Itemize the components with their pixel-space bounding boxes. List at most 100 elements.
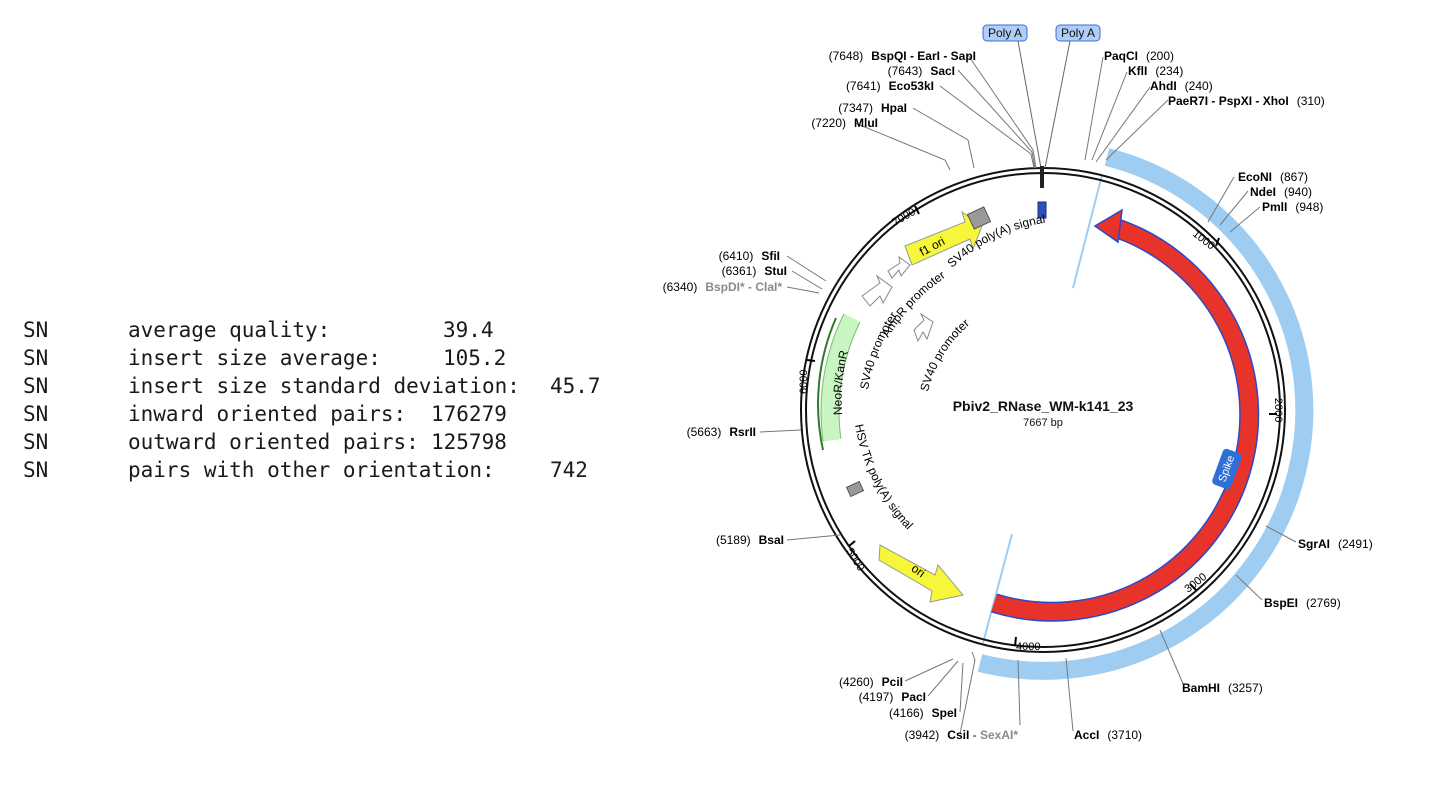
stat-key: SN [23, 458, 49, 482]
leader-line [1095, 86, 1151, 163]
tick-group: 1000 2000 3000 4000 5000 6000 7000 [798, 205, 1284, 653]
tick-label: 1000 [1190, 228, 1217, 253]
leader-line [904, 658, 954, 682]
leader-line [957, 69, 1036, 169]
stat-value: 39.4 [443, 318, 494, 342]
spike-label-box [1212, 448, 1242, 490]
stat-key: SN [23, 402, 49, 426]
stat-key: SN [23, 346, 49, 370]
leader-line [1229, 206, 1261, 233]
site-label: (6361)StuI [722, 264, 787, 278]
site-label: PaqCI(200) [1104, 49, 1174, 63]
site-label: (4260)PciI [839, 675, 903, 689]
leader-line [1265, 525, 1297, 543]
plasmid-name: Pbiv2_RNase_WM-k141_23 [953, 398, 1134, 414]
tick-mark [848, 540, 856, 547]
insert-boundary-line [982, 533, 1013, 644]
leader-line [791, 270, 823, 290]
site-label: (6340)BspDI* - ClaI* [663, 280, 783, 294]
f1-ori-feature [904, 210, 983, 266]
site-label: (4166)SpeI [889, 706, 957, 720]
site-labels-right: PaqCI(200) KflI(234) AhdI(240) PaeR7I - … [1074, 49, 1373, 742]
site-label: PaeR7I - PspXI - XhoI(310) [1168, 94, 1325, 108]
leader-line [939, 85, 1035, 169]
stat-label: outward oriented pairs: [128, 430, 419, 454]
poly-a-box [1037, 201, 1047, 219]
tick-label: 5000 [843, 546, 866, 573]
stat-value: 176279 [431, 402, 507, 426]
poly-a-mark [1040, 166, 1044, 188]
site-label: BspEI(2769) [1264, 596, 1341, 610]
site-label: EcoNI(867) [1238, 170, 1308, 184]
tick-mark [806, 359, 816, 362]
leader-line [1017, 40, 1042, 169]
neor-strand-line [817, 317, 837, 451]
stat-label: average quality: [128, 318, 331, 342]
stat-label: pairs with other orientation: [128, 458, 495, 482]
leader-line [854, 122, 951, 171]
stat-value: 742 [550, 458, 588, 482]
stat-label: insert size standard deviation: [128, 374, 520, 398]
ori-label: ori [909, 561, 928, 580]
poly-a-label: Poly A [988, 26, 1022, 40]
site-label: (5189)BsaI [716, 533, 784, 547]
stat-value: 45.7 [550, 374, 601, 398]
leader-line [1219, 190, 1249, 226]
leader-line [786, 534, 841, 541]
site-label: (7643)SacI [888, 64, 955, 78]
hsv-polya-label: HSV TK poly(A) signal [852, 423, 916, 532]
stat-key: SN [23, 318, 49, 342]
leader-line [786, 286, 820, 294]
site-label: KflI(234) [1128, 64, 1183, 78]
sv40-promoter-feature [913, 312, 934, 343]
insert-boundary-line [1072, 174, 1103, 289]
leader-line [786, 255, 827, 282]
site-label: (5663)RsrII [687, 425, 756, 439]
sv40-polya-box [966, 206, 992, 230]
stat-value: 125798 [431, 430, 507, 454]
site-label: (7220)MluI [811, 116, 878, 130]
tick-mark [1189, 583, 1197, 591]
tick-mark [1014, 636, 1017, 647]
poly-a-label-box [982, 24, 1028, 42]
site-label: (3942)CsiI - SexAI* [905, 728, 1019, 742]
site-label: (7641)Eco53kI [846, 79, 934, 93]
site-label: (7648)BspQI - EarI - SapI [829, 49, 976, 63]
neor-feature [821, 314, 860, 442]
site-label: BamHI(3257) [1182, 681, 1263, 695]
tick-mark [914, 205, 920, 215]
leader-line [1044, 40, 1071, 169]
spike-cds [991, 217, 1258, 621]
leader-line [959, 662, 964, 713]
leader-line [1207, 176, 1235, 223]
site-label: (4197)PacI [859, 690, 926, 704]
site-labels-left: (7648)BspQI - EarI - SapI (7643)SacI (76… [663, 49, 1019, 742]
hsv-polya-box [845, 480, 865, 498]
stat-label: inward oriented pairs: [128, 402, 407, 426]
leader-line [959, 651, 976, 735]
sv40-promoter-feature [861, 274, 893, 307]
leader-line [912, 107, 975, 169]
plasmid-length: 7667 bp [1023, 417, 1063, 429]
insert-band [977, 148, 1314, 680]
spike-arrowhead [1093, 208, 1123, 244]
leader-line [1084, 56, 1104, 161]
leader-line [1017, 659, 1021, 726]
stat-key: SN [23, 430, 49, 454]
site-label: SgrAI(2491) [1298, 537, 1373, 551]
tick-label: 6000 [798, 370, 810, 394]
site-label: AhdI(240) [1150, 79, 1213, 93]
tick-label: 2000 [1272, 398, 1284, 422]
poly-a-label: Poly A [1061, 26, 1095, 40]
poly-a-label-box [1055, 24, 1101, 42]
tick-mark [1215, 237, 1220, 247]
site-label: (7347)HpaI [838, 101, 907, 115]
sv40-promoter-label: SV40 promoter [857, 309, 900, 390]
leader-line [927, 660, 959, 697]
site-label: PmlI(948) [1262, 200, 1323, 214]
stat-key: SN [23, 374, 49, 398]
tick-label: 7000 [891, 206, 918, 229]
tick-label: 4000 [1016, 641, 1040, 653]
site-label: (6410)SfiI [719, 249, 780, 263]
site-label: AccI(3710) [1074, 728, 1142, 742]
